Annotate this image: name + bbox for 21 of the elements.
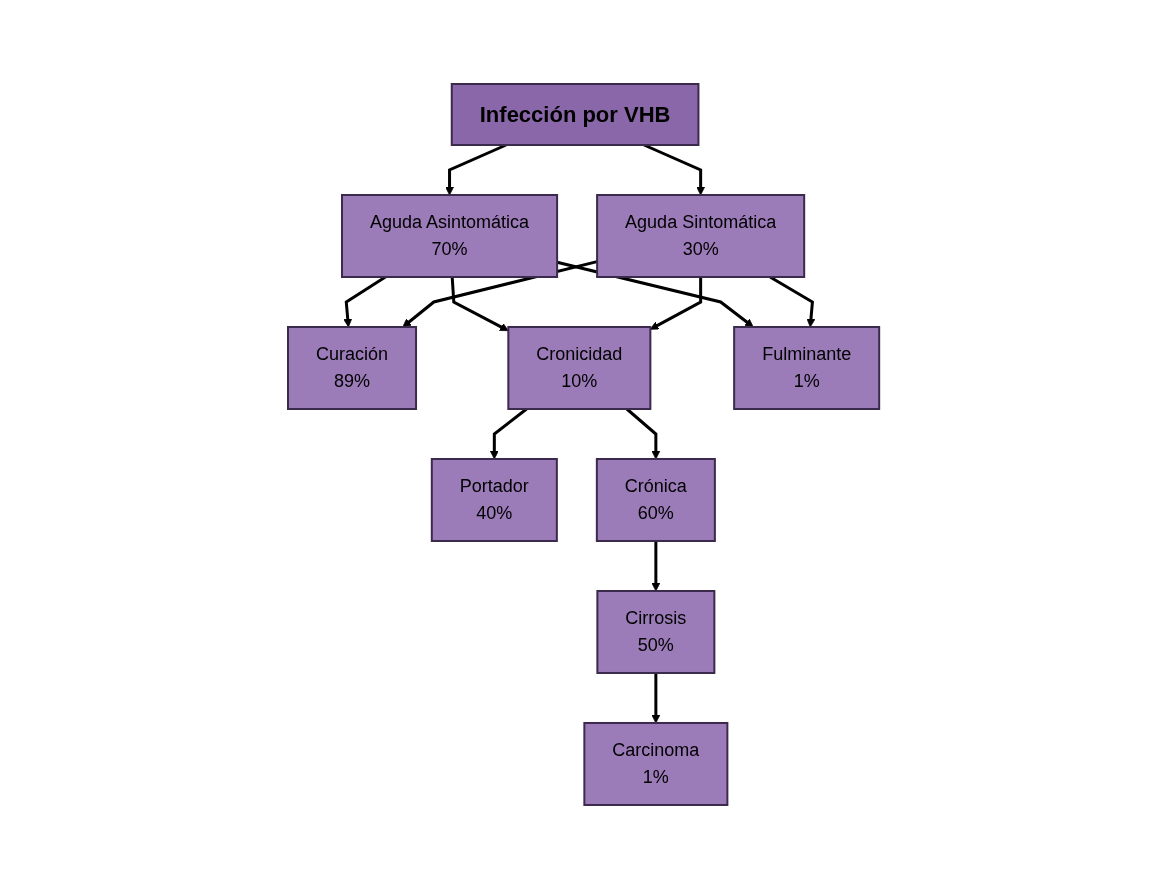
node-box: Cronicidad 10%	[507, 325, 652, 410]
node-box: Curación 89%	[286, 325, 417, 410]
node-box: Aguda Asintomática 70%	[340, 193, 558, 278]
node-box: Carcinoma 1%	[583, 721, 729, 806]
arrow	[343, 275, 387, 327]
node-box: Infección por VHB	[450, 82, 700, 146]
arrow	[489, 407, 528, 459]
node-box: Crónica 60%	[595, 457, 716, 542]
arrow	[643, 143, 705, 195]
arrow	[402, 259, 598, 327]
node-box: Aguda Sintomática 30%	[596, 193, 806, 278]
arrow	[625, 407, 661, 459]
arrow	[445, 143, 507, 195]
node-box: Fulminante 1%	[733, 325, 881, 410]
arrow	[769, 275, 816, 327]
arrow	[651, 672, 661, 723]
node-box: Portador 40%	[430, 457, 558, 542]
node-box: Cirrosis 50%	[596, 589, 716, 674]
arrow	[651, 540, 661, 591]
arrow	[450, 276, 509, 331]
arrow	[649, 276, 703, 330]
